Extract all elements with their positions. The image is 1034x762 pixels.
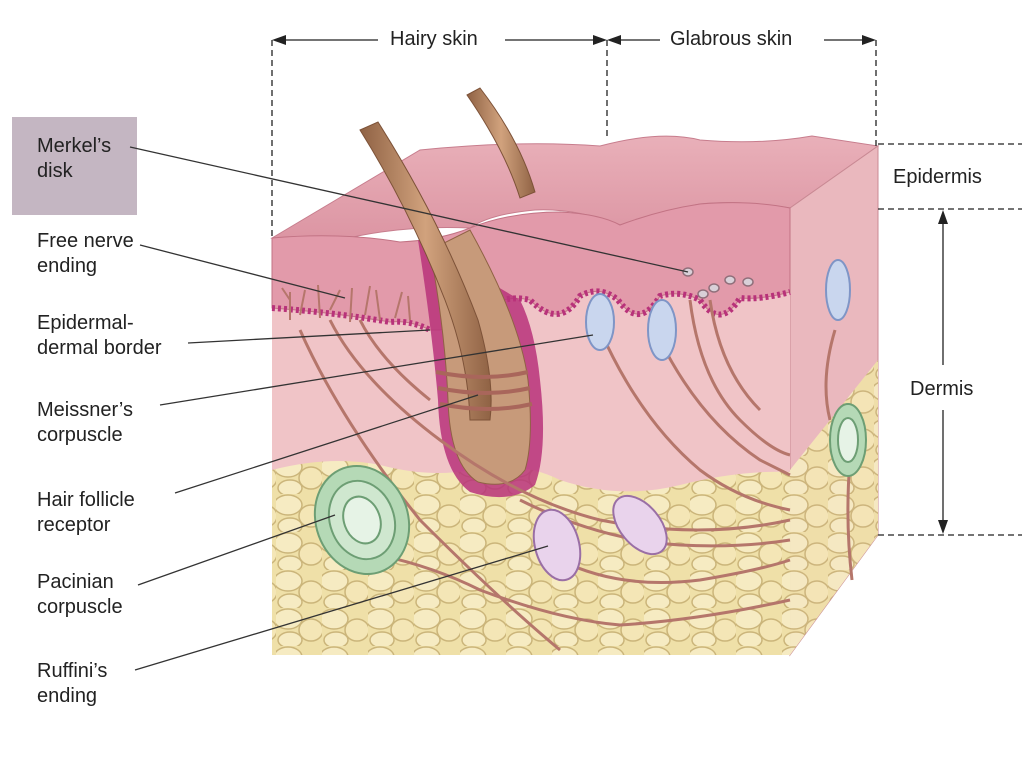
nerve-fibres (298, 299, 854, 652)
hairy-skin-label: Hairy skin (390, 28, 478, 50)
leader-lines (129, 146, 689, 671)
pacinian-corpuscles (313, 403, 867, 576)
epidermal-dermal-border-line (271, 288, 791, 333)
merkel-disks (682, 267, 754, 299)
pacinian-corpuscle-label: Pacinian corpuscle (37, 571, 123, 618)
meissner-corpuscles (585, 259, 851, 361)
free-nerve-endings (281, 284, 411, 323)
meissner-corpuscle-label: Meissner’s corpuscle (37, 399, 133, 446)
dimension-lines (271, 39, 1022, 536)
ruffini-ending-label: Ruffini’s ending (37, 660, 108, 707)
hair-shaft-right (466, 87, 536, 199)
epidermis-label: Epidermis (893, 166, 982, 188)
glabrous-skin-label: Glabrous skin (670, 28, 793, 50)
dermis-label: Dermis (910, 378, 974, 400)
hair-follicle-receptor-coils (435, 370, 533, 411)
merkel-highlight-box (12, 117, 137, 215)
merkel-disk-label: Merkel’s disk (37, 135, 112, 182)
hair-shaft-left (359, 121, 492, 421)
hair-follicle-receptor-label: Hair follicle receptor (37, 489, 135, 536)
ruffini-endings (532, 494, 668, 582)
free-nerve-ending-label: Free nerve ending (37, 230, 134, 277)
arrowheads (272, 35, 948, 534)
epidermal-dermal-border-label: Epidermal- dermal border (37, 312, 162, 359)
